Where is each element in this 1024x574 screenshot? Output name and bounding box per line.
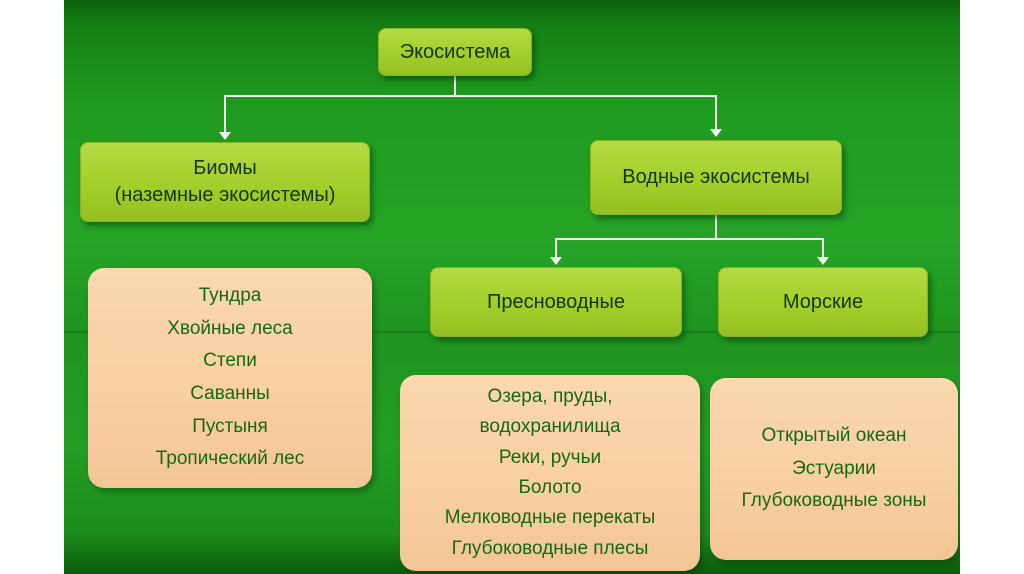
leaf-line: Пустыня xyxy=(192,415,268,437)
leaf-line: Саванны xyxy=(190,383,270,404)
leaf-line: Реки, ручьи xyxy=(498,446,602,468)
ecosystem-diagram: Экосистема Биомы (наземные экосистемы) В… xyxy=(64,0,960,574)
leaf-line: водохранилища xyxy=(479,416,621,438)
connector-biomes-drop xyxy=(224,95,226,133)
connector-marine-drop xyxy=(822,238,824,258)
leaf-line: Степи xyxy=(203,350,257,372)
arrow-down-icon xyxy=(817,257,829,265)
leaf-line: Тропический лес xyxy=(155,448,305,470)
leaf-line: Болото xyxy=(518,477,582,498)
leaf-line: Глубоководные плесы xyxy=(451,537,649,559)
connector-aquatic-drop xyxy=(715,95,717,130)
leaf-line: Тундра xyxy=(198,284,262,306)
arrow-down-icon xyxy=(710,129,722,137)
node-freshwater: Пресноводные xyxy=(430,267,682,337)
leaf-line: Эстуарии xyxy=(792,457,876,479)
node-marine: Морские xyxy=(718,267,928,337)
leaf-line: Глубоководные зоны xyxy=(741,490,927,512)
node-aquatic-label: Водные экосистемы xyxy=(622,166,810,188)
connector-root-vertical xyxy=(454,76,456,97)
arrow-down-icon xyxy=(550,257,562,265)
node-marine-label: Морские xyxy=(782,290,864,313)
connector-aquatic-vertical xyxy=(715,215,717,239)
leaf-line: Озера, пруды, xyxy=(487,385,613,407)
node-ecosystem-label: Экосистема xyxy=(399,40,511,63)
leaf-line: Открытый океан xyxy=(761,424,907,446)
node-aquatic-ecosystems: Водные экосистемы xyxy=(590,140,842,215)
connector-freshwater-drop xyxy=(555,238,557,258)
node-biomes: Биомы (наземные экосистемы) xyxy=(80,142,370,222)
arrow-down-icon xyxy=(219,132,231,140)
connector-level1-horizontal xyxy=(224,95,717,97)
node-ecosystem: Экосистема xyxy=(378,28,532,76)
node-freshwater-label: Пресноводные xyxy=(486,290,626,313)
connector-level2-horizontal xyxy=(555,238,824,240)
node-biomes-label: Биомы (наземные экосистемы) xyxy=(114,157,336,206)
leaf-line: Мелководные перекаты xyxy=(444,507,656,529)
leaf-line: Хвойные леса xyxy=(167,317,293,339)
